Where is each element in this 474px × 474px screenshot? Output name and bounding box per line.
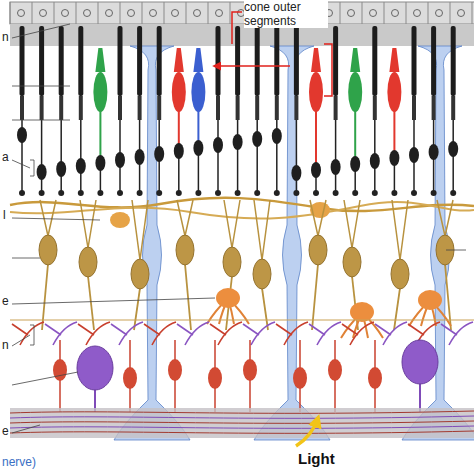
layer-label: l <box>3 208 6 223</box>
muller-cells <box>114 46 474 440</box>
pigment-epithelium <box>10 2 474 24</box>
ganglion-cells <box>53 340 438 412</box>
inner-plexiform <box>12 322 473 345</box>
layer-label: e <box>2 294 9 309</box>
layer-label: n <box>2 338 9 353</box>
leader-lines <box>12 24 466 433</box>
amacrine-cells <box>207 288 451 338</box>
nerve-fibre-layer <box>10 408 474 438</box>
callout-label: cone outer segments <box>244 0 328 28</box>
bipolar-cells <box>39 200 454 330</box>
layer-label: nerve) <box>2 455 36 470</box>
layer-label: a <box>2 150 9 165</box>
layer-label: e <box>2 424 9 439</box>
light-arrow <box>296 418 318 446</box>
layer-line <box>10 319 474 320</box>
photoreceptors <box>17 26 458 196</box>
layer-label: n <box>2 30 9 45</box>
light-label: Light <box>298 450 335 468</box>
